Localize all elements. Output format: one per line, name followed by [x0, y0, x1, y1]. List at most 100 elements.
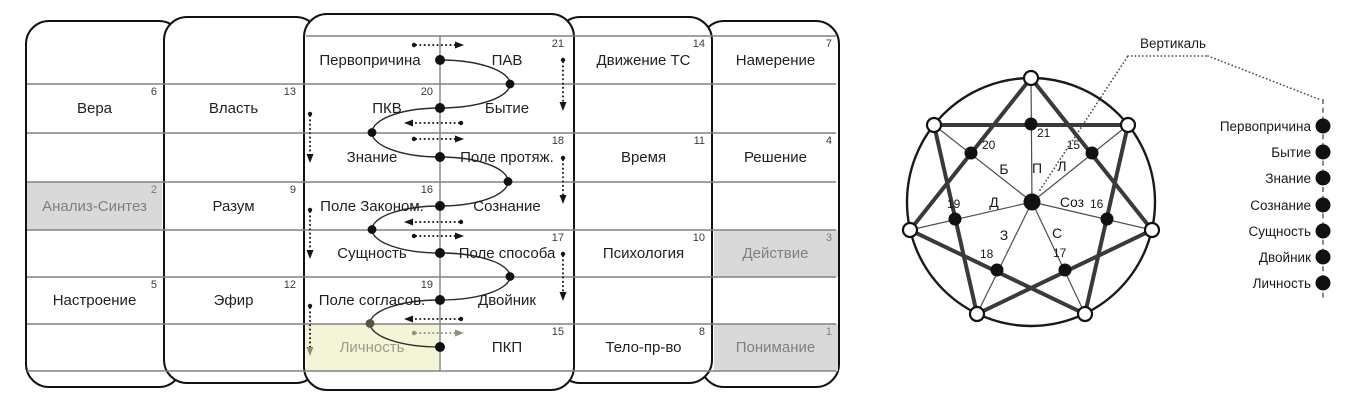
vertical-pointer-label: Вертикаль: [1140, 36, 1206, 51]
cell-number: 6: [150, 86, 157, 98]
outer-circle: [905, 76, 1157, 328]
cell-razum: 9 Разум: [166, 183, 301, 229]
cell-vremya: 11 Время: [577, 134, 710, 181]
cell-number: 15: [551, 326, 564, 338]
cell-label: Личность: [339, 339, 405, 356]
cell-label: Сущность: [337, 245, 407, 262]
cell-label: Поле согласов.: [318, 292, 426, 309]
cell-number: 12: [283, 279, 296, 291]
cell-number: 4: [825, 135, 832, 147]
cell-reshenie: 4 Решение: [714, 134, 837, 181]
spokes: [909, 77, 1153, 315]
cell-label: Намерение: [735, 51, 816, 69]
cell-pole-sposoba: 17 Поле способа: [442, 231, 572, 276]
letter-b: Б: [999, 161, 1008, 177]
spoke-number-17: 17: [1053, 246, 1067, 260]
list-item-bytie: Бытие: [1271, 145, 1311, 160]
cell-pole-soglasov: 19 Поле согласов.: [306, 278, 438, 323]
cell-number: 11: [693, 135, 705, 147]
cell-number: 10: [692, 232, 705, 244]
cell-pav: 21 ПАВ: [442, 37, 572, 83]
list-item-znanie: Знание: [1265, 171, 1311, 186]
spoke-number-15: 15: [1067, 138, 1081, 152]
cell-number: 7: [825, 38, 832, 50]
cell-pkv: 20 ПКВ: [306, 85, 438, 132]
cell-label: Решение: [743, 149, 808, 166]
heptagon-vertices: [901, 69, 1161, 323]
letter-s: С: [1052, 225, 1062, 241]
cell-number: 20: [420, 86, 433, 98]
cell-dvoynik: Двойник: [442, 278, 572, 323]
cell-number: 18: [551, 135, 564, 147]
cell-number: 21: [551, 38, 564, 50]
cell-label: Поле способа: [458, 245, 556, 262]
cell-number: 13: [283, 86, 296, 98]
cell-pole-zakonom: 16 Поле Законом.: [306, 183, 438, 229]
cell-number: 5: [150, 279, 157, 291]
cell-label: Понимание: [735, 339, 816, 356]
spoke-number-19: 19: [947, 197, 961, 211]
letter-z: З: [1000, 227, 1008, 243]
cell-bg-deystvie: [714, 230, 838, 277]
card-column-2: [163, 16, 320, 384]
list-item-dvoynik: Двойник: [1259, 250, 1311, 265]
card-column-4: [556, 16, 713, 384]
letter-soz: Соз: [1060, 194, 1084, 210]
cell-label: Психология: [602, 245, 685, 262]
cell-bg-ponimanie: [714, 324, 838, 371]
cell-label: ПАВ: [491, 51, 523, 69]
cell-vera: 6 Вера: [27, 85, 162, 132]
cell-label: Поле протяж.: [460, 149, 554, 166]
letter-p: П: [1032, 160, 1042, 176]
cell-soznanie: Сознание: [442, 183, 572, 229]
cell-label: Бытие: [484, 100, 530, 117]
cell-label: Знание: [346, 149, 398, 166]
spoke-number-18: 18: [980, 247, 994, 261]
cell-vlast: 13 Власть: [166, 85, 301, 132]
cell-sushchnost: Сущность: [306, 231, 438, 276]
vertical-list-dots: [1315, 118, 1331, 291]
cell-number: 14: [692, 38, 705, 50]
cell-label: ПКП: [491, 339, 523, 356]
heptagram-diagram: 21 20 15 19 16 18 17 Б П Л Д Соз З С Вер…: [901, 36, 1331, 328]
list-item-pervoprichina: Первопричина: [1220, 119, 1312, 134]
cell-label: Настроение: [52, 292, 137, 309]
cell-bg-analiz-sintez: [27, 182, 162, 230]
cell-label: Вера: [76, 100, 113, 117]
cell-label: Двойник: [478, 292, 536, 309]
letter-l: Л: [1057, 158, 1066, 174]
cell-number: 2: [150, 184, 157, 196]
cell-psihologiya: 10 Психология: [577, 231, 710, 276]
cell-number: 8: [698, 326, 705, 338]
cell-label: Действие: [742, 245, 809, 262]
cell-znanie: Знание: [306, 134, 438, 181]
cell-namerenie: 7 Намерение: [714, 37, 837, 83]
cell-nastroenie: 5 Настроение: [27, 278, 162, 323]
cell-label: Тело-пр-во: [605, 339, 682, 356]
cell-bytie: Бытие: [442, 85, 572, 132]
cell-label: ПКВ: [372, 100, 402, 117]
cell-lichnost: Личность: [306, 325, 438, 370]
cell-pervoprichina: Первопричина: [306, 37, 434, 83]
cell-number: 3: [825, 232, 832, 244]
heptagram-star: [906, 74, 1156, 317]
letter-d: Д: [989, 194, 999, 210]
cell-number: 1: [825, 326, 832, 338]
cell-label: Время: [620, 149, 667, 166]
cell-label: Разум: [212, 197, 255, 215]
list-item-sushchnost: Сущность: [1248, 224, 1311, 239]
cell-dvizhenie-ts: 14 Движение ТС: [577, 37, 710, 83]
cell-analiz-sintez: 2 Анализ-Синтез: [27, 183, 162, 229]
cell-label: Поле Законом.: [320, 197, 424, 215]
cell-label: Эфир: [213, 292, 254, 309]
cell-ponimanie: 1 Понимание: [714, 325, 837, 370]
list-item-lichnost: Личность: [1253, 276, 1311, 291]
cell-number: 9: [289, 184, 296, 196]
spoke-number-21: 21: [1037, 126, 1051, 140]
cell-number: 16: [420, 184, 433, 196]
cell-label: Сознание: [473, 197, 541, 215]
cell-pole-protyazh: 18 Поле протяж.: [442, 134, 572, 181]
cell-telo-prostranstvo: 8 Тело-пр-во: [577, 325, 710, 370]
list-item-soznanie: Сознание: [1250, 198, 1311, 213]
vertical-pointer-dotted-lines: [1039, 55, 1322, 191]
